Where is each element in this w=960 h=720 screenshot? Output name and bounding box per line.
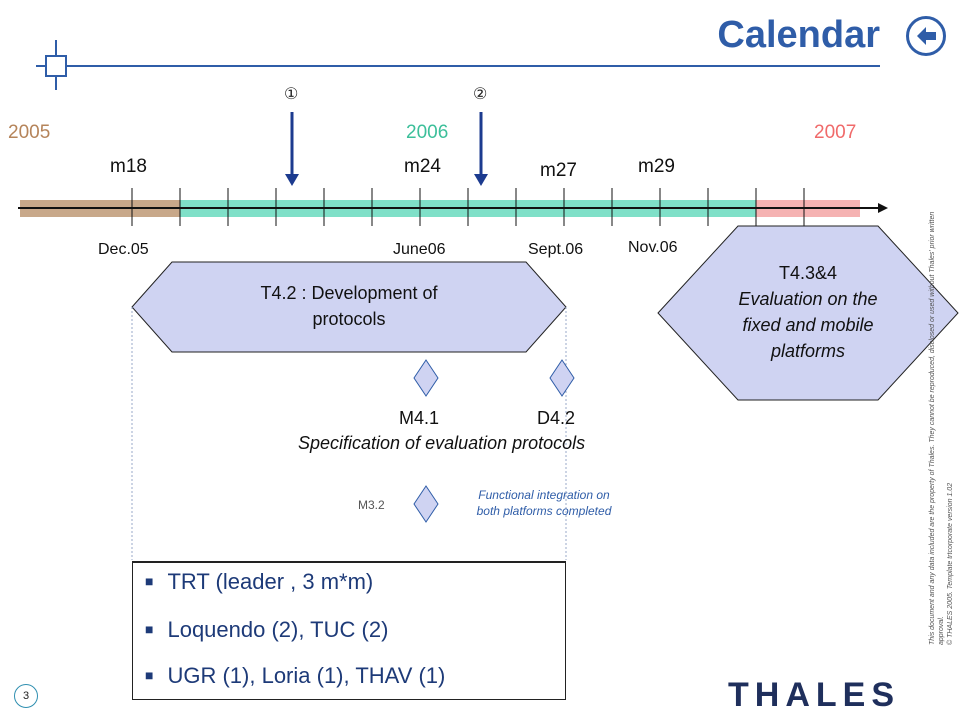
date-dec05: Dec.05 <box>98 241 149 258</box>
legal-line1: This document and any data included are … <box>929 211 945 645</box>
task-hexagon-t434 <box>657 225 959 401</box>
legal-notice: This document and any data included are … <box>928 205 955 645</box>
milestone-func-line2: both platforms completed <box>476 504 612 518</box>
year-2005: 2005 <box>8 122 51 143</box>
partner-item-text: Loquendo (2), TUC (2) <box>167 617 389 642</box>
crosshair-decoration <box>36 40 80 90</box>
task-t434-line2: Evaluation on the <box>738 289 878 309</box>
milestone-diamond-m32 <box>413 485 439 523</box>
back-button[interactable] <box>906 16 946 56</box>
partner-item: ■ UGR (1), Loria (1), THAV (1) <box>145 663 445 689</box>
task-t434-line1: T4.3&4 <box>778 263 838 283</box>
partner-item-text: TRT (leader , 3 m*m) <box>167 569 374 594</box>
milestone-func-label: Functional integration on both platforms… <box>446 487 642 519</box>
date-sept06: Sept.06 <box>528 241 584 258</box>
milestone-d42-label: D4.2 <box>537 408 576 428</box>
task-t434-label: T4.3&4 Evaluation on the fixed and mobil… <box>716 260 900 364</box>
partner-item: ■ Loquendo (2), TUC (2) <box>145 617 388 643</box>
legal-line2: © THALES 2005. Template trtcorporate ver… <box>947 482 954 645</box>
partner-item: ■ TRT (leader , 3 m*m) <box>145 569 373 595</box>
header-rule <box>80 65 880 67</box>
page-number: 3 <box>14 684 38 708</box>
partners-box: ■ TRT (leader , 3 m*m) ■ Loquendo (2), TUC… <box>132 561 566 700</box>
milestone-func-line1: Functional integration on <box>478 488 610 502</box>
month-m18: m18 <box>110 156 147 177</box>
task-t434-line3: fixed and mobile <box>742 315 874 335</box>
thales-logo: THALES <box>728 676 900 714</box>
page-title: Calendar <box>717 14 880 56</box>
month-m29: m29 <box>638 156 675 177</box>
task-t42-line2: protocols <box>312 309 386 329</box>
timeline-arrowhead <box>878 203 888 213</box>
task-t434-line4: platforms <box>770 341 846 361</box>
marker-label-1: ① <box>284 86 299 103</box>
milestone-m41-label: M4.1 <box>399 408 440 428</box>
square-bullet-icon: ■ <box>145 621 154 637</box>
timeline-ticks <box>131 188 805 226</box>
marker-label-2: ② <box>473 86 488 103</box>
arrow-left-icon <box>917 27 936 45</box>
milestone-m32-label: M3.2 <box>358 498 385 512</box>
year-2007: 2007 <box>814 122 857 143</box>
square-bullet-icon: ■ <box>145 667 154 683</box>
milestone-diamond-d42 <box>549 359 575 397</box>
year-2006: 2006 <box>406 122 449 143</box>
task-t42-label: T4.2 : Development of protocols <box>172 280 526 332</box>
month-m27: m27 <box>540 160 577 181</box>
month-m24: m24 <box>404 156 441 177</box>
partner-item-text: UGR (1), Loria (1), THAV (1) <box>167 663 446 688</box>
date-june06: June06 <box>393 241 446 258</box>
milestone-diamond-m41 <box>413 359 439 397</box>
square-bullet-icon: ■ <box>145 573 154 589</box>
task-t42-line1: T4.2 : Development of <box>260 283 438 303</box>
milestone-spec-label: Specification of evaluation protocols <box>298 433 586 453</box>
date-nov06: Nov.06 <box>628 239 678 256</box>
